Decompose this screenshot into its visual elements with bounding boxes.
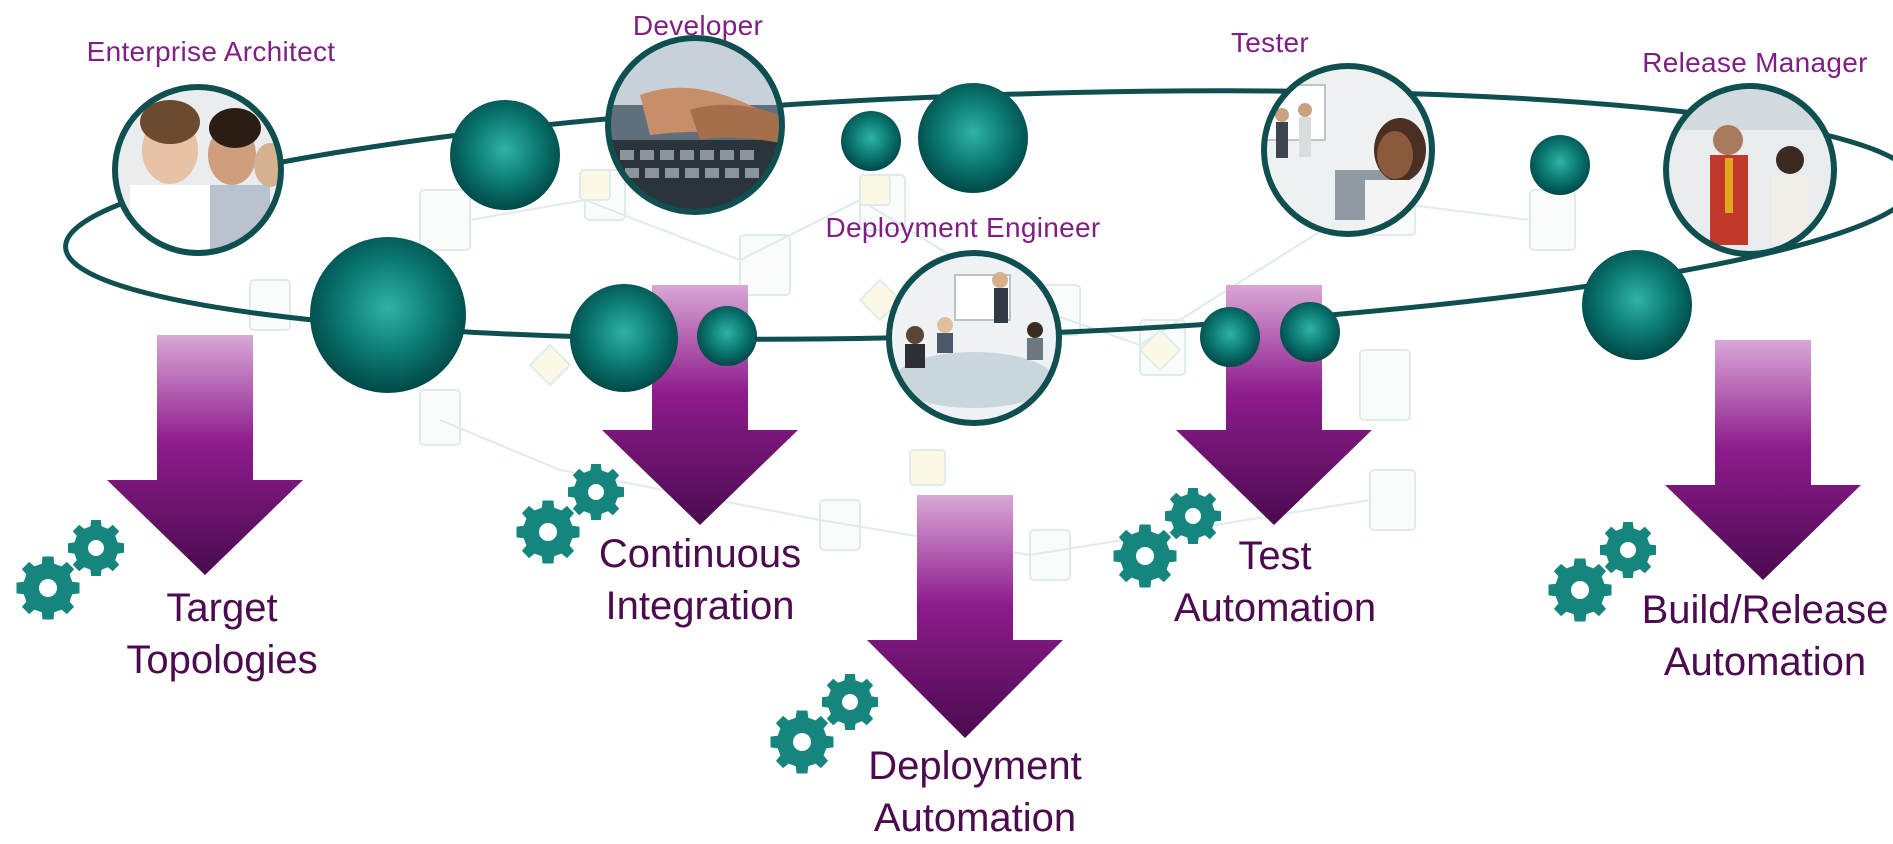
role-photo-enterprise-architect <box>112 84 284 256</box>
teal-sphere <box>450 100 560 210</box>
role-label-deployment-engineer: Deployment Engineer <box>825 212 1101 243</box>
arrow-test-automation <box>1176 285 1372 525</box>
automation-label-target-topologies: Target Topologies <box>126 582 317 686</box>
arrow-build-release-automation <box>1665 340 1861 580</box>
gear-icon <box>1600 522 1656 578</box>
gear-icon <box>68 520 124 576</box>
teal-sphere <box>1582 250 1692 360</box>
arrow-continuous-integration <box>602 285 798 525</box>
photo-frame <box>886 250 1062 426</box>
automation-label-test-automation: Test Automation <box>1174 530 1376 634</box>
arrow-deployment-automation <box>867 495 1063 738</box>
role-photo-deployment-engineer <box>886 250 1062 426</box>
gear-icon <box>568 464 624 520</box>
automation-line2: Topologies <box>126 638 318 682</box>
gear-icon <box>1548 558 1612 622</box>
automation-line2: Automation <box>1173 586 1377 630</box>
teal-sphere <box>697 306 757 366</box>
gear-icon <box>516 500 580 564</box>
gear-icon <box>770 710 834 774</box>
gear-icon <box>1113 524 1177 588</box>
role-label-developer: Developer <box>632 10 764 41</box>
arrow-target-topologies <box>107 335 303 575</box>
teal-sphere <box>1280 302 1340 362</box>
photo-frame <box>112 84 284 256</box>
gear-icon <box>822 674 878 730</box>
automation-line1: Build/Release <box>1641 588 1889 632</box>
automation-line1: Deployment <box>868 744 1082 788</box>
teal-sphere <box>310 237 466 393</box>
automation-line2: Automation <box>873 796 1077 840</box>
role-photo-developer <box>605 35 785 215</box>
role-photo-release-manager <box>1663 83 1837 257</box>
automation-label-build-release-automation: Build/Release Automation <box>1642 584 1889 688</box>
gear-group-deployment-automation <box>770 674 878 774</box>
down-arrows <box>107 285 1861 738</box>
teal-sphere <box>841 111 901 171</box>
gear-group-build-release-automation <box>1548 522 1656 622</box>
role-label-release-manager: Release Manager <box>1642 47 1868 78</box>
role-label-tester: Tester <box>1230 27 1310 58</box>
photo-frame <box>605 35 785 215</box>
automation-label-continuous-integration: Continuous Integration <box>599 528 801 632</box>
photo-frame <box>1261 63 1435 237</box>
automation-line1: Target <box>166 586 278 630</box>
automation-line1: Continuous <box>598 532 802 576</box>
automation-line2: Automation <box>1663 640 1867 684</box>
teal-sphere <box>918 83 1028 193</box>
teal-sphere <box>1200 307 1260 367</box>
automation-line2: Integration <box>605 584 795 628</box>
automation-label-deployment-automation: Deployment Automation <box>868 740 1081 844</box>
photo-frame <box>1663 83 1837 257</box>
teal-sphere <box>570 284 678 392</box>
gear-icon <box>16 556 80 620</box>
teal-sphere <box>1530 135 1590 195</box>
automation-line1: Test <box>1238 534 1312 578</box>
gear-group-target-topologies <box>16 520 124 620</box>
orbit-nodes <box>310 83 1692 393</box>
role-label-enterprise-architect: Enterprise Architect <box>86 36 336 67</box>
